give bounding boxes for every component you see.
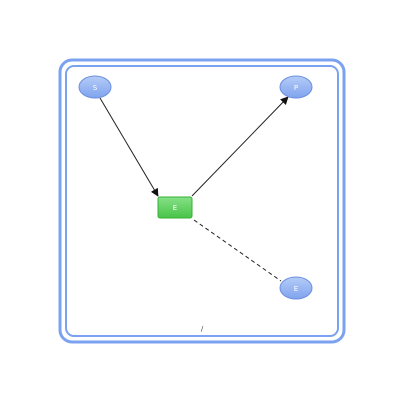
node-e-rect-label: E — [173, 204, 177, 212]
node-e-rect[interactable]: E — [157, 196, 193, 219]
node-e-ellipse[interactable]: E — [279, 276, 313, 300]
frame-inner — [65, 65, 339, 337]
node-p[interactable]: P — [279, 75, 313, 99]
edge-e-to-e2-dashed — [193, 219, 282, 282]
edge-e-to-p — [191, 96, 289, 197]
frame-caption: / — [201, 325, 204, 333]
node-e-ellipse-label: E — [294, 285, 298, 293]
node-s-label: S — [93, 84, 98, 92]
edge-s-to-e — [99, 97, 159, 197]
node-s[interactable]: S — [78, 75, 112, 99]
node-p-label: P — [294, 84, 298, 92]
frame-outer — [58, 58, 346, 344]
